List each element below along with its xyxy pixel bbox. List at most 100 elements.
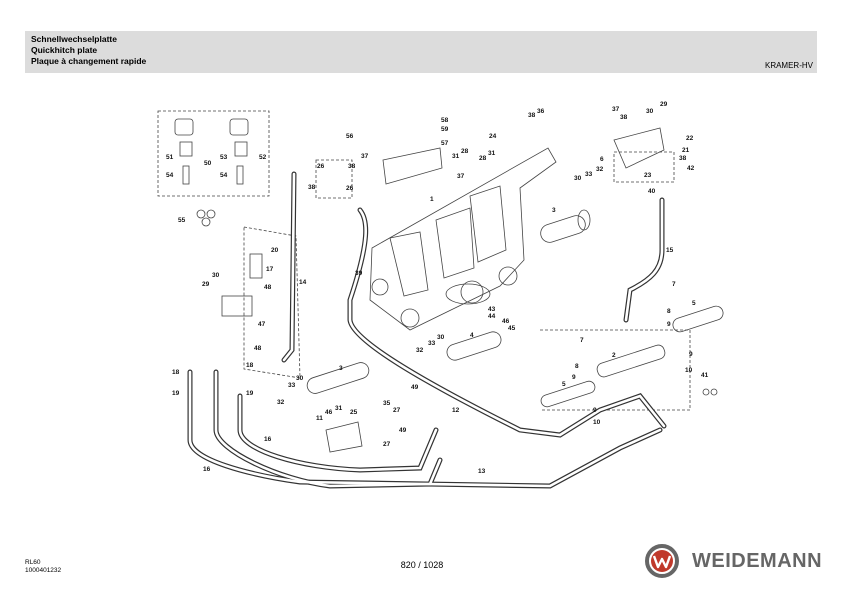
callout-36: 36 <box>537 108 545 115</box>
callout-9: 9 <box>667 321 671 328</box>
callout-3: 3 <box>339 365 343 372</box>
callout-30: 30 <box>437 334 445 341</box>
callout-58: 58 <box>441 117 449 124</box>
callout-5: 5 <box>562 381 566 388</box>
callout-15: 15 <box>666 247 674 254</box>
callout-28: 28 <box>479 155 487 162</box>
callout-35: 35 <box>383 400 391 407</box>
callout-55: 55 <box>178 217 186 224</box>
callout-59: 59 <box>441 126 449 133</box>
callout-38: 38 <box>679 155 687 162</box>
callout-18: 18 <box>172 369 180 376</box>
callout-2: 2 <box>612 352 616 359</box>
callout-27: 27 <box>383 441 391 448</box>
callout-54: 54 <box>166 172 174 179</box>
callout-19: 19 <box>172 390 180 397</box>
locking-lever <box>325 421 363 453</box>
callout-18: 18 <box>246 362 254 369</box>
callout-38: 38 <box>308 184 316 191</box>
callout-37: 37 <box>361 153 369 160</box>
callout-25: 25 <box>350 409 358 416</box>
valve-body <box>221 295 253 317</box>
brand-logo: WEIDEMANN <box>640 541 823 581</box>
callout-26: 26 <box>317 163 325 170</box>
title-english: Quickhitch plate <box>31 45 98 55</box>
callout-33: 33 <box>585 171 593 178</box>
callout-38: 38 <box>620 114 628 121</box>
callout-41: 41 <box>701 372 709 379</box>
title-french: Plaque à changement rapide <box>31 56 147 66</box>
callout-6: 6 <box>600 156 604 163</box>
callout-19: 19 <box>246 390 254 397</box>
model-code: RL60 <box>25 559 41 566</box>
callout-49: 49 <box>399 427 407 434</box>
callout-48: 48 <box>264 284 272 291</box>
callout-32: 32 <box>277 399 285 406</box>
valve-detail-box <box>243 226 301 379</box>
callout-11: 11 <box>316 415 323 422</box>
callout-38: 38 <box>528 112 536 119</box>
document-number: 1000401232 <box>25 567 62 574</box>
callout-30: 30 <box>212 272 220 279</box>
callout-45: 45 <box>508 325 516 332</box>
callout-23: 23 <box>644 172 652 179</box>
callout-17: 17 <box>266 266 274 273</box>
callout-32: 32 <box>416 347 424 354</box>
solenoid-left <box>174 118 194 185</box>
callout-7: 7 <box>580 337 584 344</box>
callout-30: 30 <box>646 108 654 115</box>
callout-32: 32 <box>596 166 604 173</box>
callout-20: 20 <box>271 247 279 254</box>
callout-31: 31 <box>452 153 460 160</box>
callout-48: 48 <box>254 345 262 352</box>
callout-14: 14 <box>299 279 307 286</box>
pin-5-right <box>672 305 724 333</box>
callout-3: 3 <box>552 207 556 214</box>
callout-49: 49 <box>411 384 419 391</box>
header-bar: Schnellwechselplatte Quickhitch plate Pl… <box>25 31 817 73</box>
bracket-plate-6 <box>613 127 665 169</box>
plate-detail-box <box>613 151 675 183</box>
callout-4: 4 <box>470 332 474 339</box>
cylinder-detail-box <box>540 329 691 411</box>
weidemann-logo-icon <box>645 544 679 578</box>
callout-46: 46 <box>502 318 510 325</box>
callout-29: 29 <box>660 101 668 108</box>
title-german: Schnellwechselplatte <box>31 34 117 44</box>
footer-doc-info: RL60 1000401232 <box>25 559 61 575</box>
pin-3-lower <box>306 362 370 394</box>
valve-cartridge <box>249 253 263 279</box>
callout-54: 54 <box>220 172 228 179</box>
page-number: 820 / 1028 <box>400 560 444 570</box>
callout-30: 30 <box>296 375 304 382</box>
callout-7: 7 <box>672 281 676 288</box>
solenoid-detail-box <box>157 110 270 197</box>
callout-8: 8 <box>575 363 579 370</box>
callout-44: 44 <box>488 313 496 320</box>
bracket-detail-box <box>315 159 353 199</box>
callout-21: 21 <box>682 147 690 154</box>
callout-52: 52 <box>259 154 267 161</box>
callout-33: 33 <box>428 340 436 347</box>
callout-9: 9 <box>572 374 576 381</box>
solenoid-right <box>229 118 249 185</box>
callout-5: 5 <box>692 300 696 307</box>
callout-12: 12 <box>452 407 460 414</box>
callout-37: 37 <box>457 173 465 180</box>
callout-27: 27 <box>393 407 401 414</box>
callout-57: 57 <box>441 140 449 147</box>
callout-38: 38 <box>348 163 356 170</box>
callout-37: 37 <box>612 106 620 113</box>
pin-4 <box>446 331 502 361</box>
callout-42: 42 <box>687 165 695 172</box>
callout-16: 16 <box>264 436 272 443</box>
brand-name: WEIDEMANN <box>692 550 823 572</box>
callout-43: 43 <box>488 306 496 313</box>
callout-39: 39 <box>355 270 363 277</box>
callout-50: 50 <box>204 160 212 167</box>
callout-10: 10 <box>593 419 601 426</box>
callout-40: 40 <box>648 188 656 195</box>
cover-plate <box>382 147 443 185</box>
